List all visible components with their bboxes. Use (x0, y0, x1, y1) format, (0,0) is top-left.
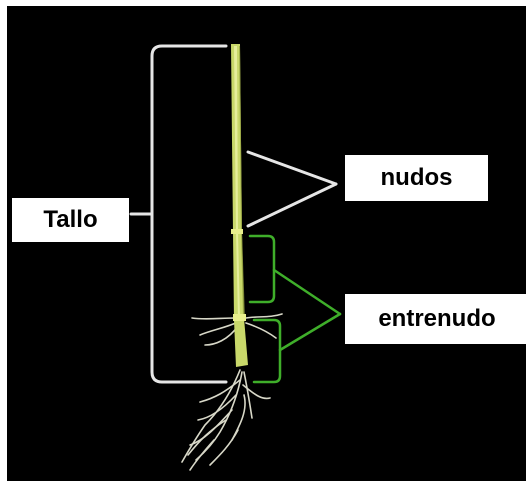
label-nudos: nudos (345, 155, 488, 201)
label-entrenudo: entrenudo (345, 294, 529, 344)
node-marker-lower (233, 314, 246, 321)
node-marker-upper (231, 229, 243, 234)
label-tallo: Tallo (12, 198, 129, 242)
photo-background (7, 6, 526, 481)
